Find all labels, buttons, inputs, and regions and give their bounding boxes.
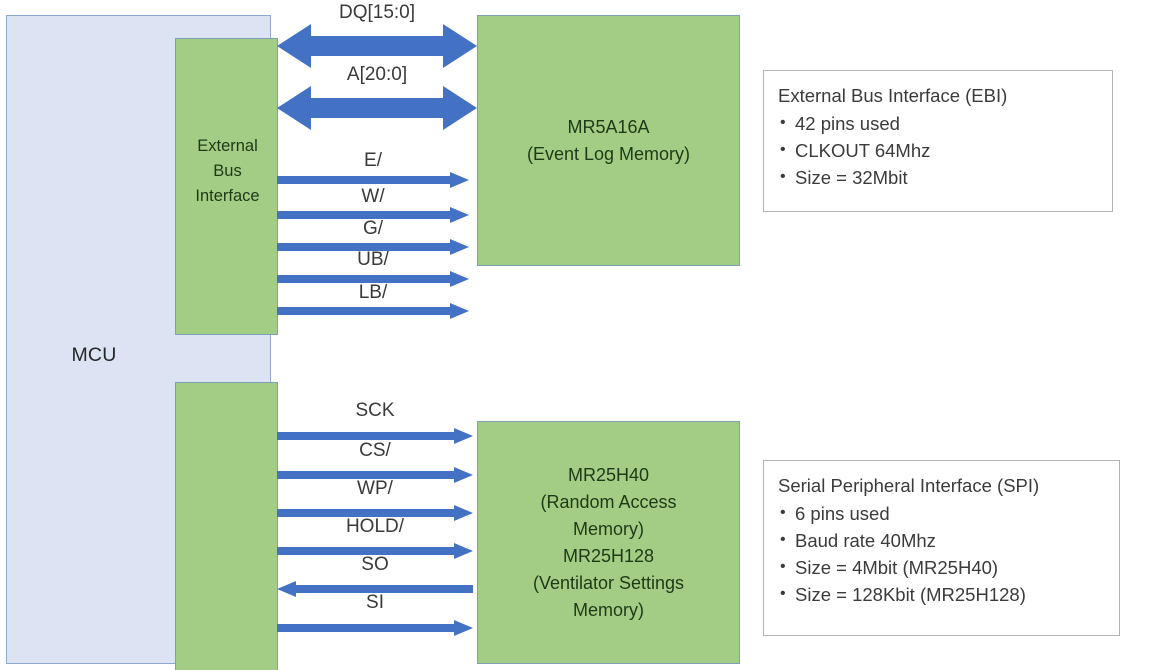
- signal-arrow-dq: [277, 22, 477, 80]
- signal-arrow-a: [277, 84, 477, 142]
- signal-label-g: G/: [362, 218, 384, 239]
- info-box-spi-item-2: Baud rate 40Mhz: [778, 526, 1105, 554]
- memory-spi-text: MR25H40 (Random Access Memory) MR25H128 …: [478, 462, 739, 624]
- memory-block-spi: MR25H40 (Random Access Memory) MR25H128 …: [477, 421, 740, 664]
- memory-spi-line-3: Memory): [573, 518, 644, 539]
- info-box-ebi: External Bus Interface (EBI) 42 pins use…: [763, 70, 1113, 212]
- memory-spi-line-4: MR25H128: [562, 545, 655, 566]
- info-box-spi-item-1: 6 pins used: [778, 499, 1105, 527]
- signal-label-so: SO: [361, 554, 389, 575]
- memory-event-log-text: MR5A16A (Event Log Memory): [478, 114, 739, 168]
- memory-event-log-part: MR5A16A: [567, 116, 650, 137]
- memory-spi-line-2: (Random Access: [540, 491, 677, 512]
- memory-event-log-desc: (Event Log Memory): [526, 143, 691, 164]
- signal-label-wp: WP/: [357, 478, 393, 499]
- memory-spi-line-5: (Ventilator Settings: [532, 572, 685, 593]
- info-box-spi-item-3: Size = 4Mbit (MR25H40): [778, 553, 1105, 581]
- signal-arrow-wp: [277, 505, 473, 525]
- info-box-spi-list: 6 pins used Baud rate 40Mhz Size = 4Mbit…: [778, 499, 1105, 608]
- peripheral-ebi-label-line-2: Bus: [213, 162, 242, 180]
- info-box-ebi-title: External Bus Interface (EBI): [778, 85, 1008, 106]
- signal-arrow-hold: [277, 543, 473, 563]
- mcu-label: MCU: [71, 344, 117, 366]
- signal-label-ub: UB/: [357, 249, 389, 270]
- signal-label-sck: SCK: [355, 400, 395, 421]
- signal-arrow-ub: [277, 271, 469, 291]
- peripheral-block-spi: [175, 382, 278, 670]
- signal-arrow-w: [277, 207, 469, 227]
- memory-block-event-log: MR5A16A (Event Log Memory): [477, 15, 740, 266]
- peripheral-ebi-label-line-1: External: [197, 137, 258, 155]
- signal-arrow-g: [277, 239, 469, 259]
- signal-arrow-lb: [277, 303, 469, 323]
- signal-arrow-sck: [277, 428, 473, 448]
- peripheral-block-ebi: External Bus Interface: [175, 38, 278, 335]
- signal-label-lb: LB/: [358, 282, 388, 303]
- signal-arrow-cs: [277, 467, 473, 487]
- info-box-ebi-item-3: Size = 32Mbit: [778, 163, 1098, 191]
- signal-label-dq: DQ[15:0]: [338, 2, 416, 23]
- peripheral-ebi-label: External Bus Interface: [176, 134, 279, 209]
- info-box-spi: Serial Peripheral Interface (SPI) 6 pins…: [763, 460, 1120, 636]
- info-box-ebi-list: 42 pins used CLKOUT 64Mhz Size = 32Mbit: [778, 109, 1098, 191]
- signal-label-hold: HOLD/: [345, 516, 405, 537]
- info-box-spi-item-4: Size = 128Kbit (MR25H128): [778, 580, 1105, 608]
- memory-spi-line-6: Memory): [573, 599, 644, 620]
- peripheral-ebi-label-line-3: Interface: [195, 187, 260, 205]
- signal-label-cs: CS/: [359, 440, 391, 461]
- info-box-ebi-item-2: CLKOUT 64Mhz: [778, 136, 1098, 164]
- signal-arrow-si: [277, 620, 473, 640]
- signal-label-w: W/: [361, 186, 385, 207]
- info-box-ebi-item-1: 42 pins used: [778, 109, 1098, 137]
- memory-spi-line-1: MR25H40: [567, 464, 650, 485]
- signal-label-a: A[20:0]: [346, 64, 408, 85]
- signal-label-e: E/: [364, 150, 382, 171]
- info-box-spi-title: Serial Peripheral Interface (SPI): [778, 475, 1040, 496]
- mcu-block: MCU External Bus Interface: [6, 15, 278, 670]
- signal-arrow-so: [277, 581, 473, 601]
- signal-label-si: SI: [366, 592, 384, 613]
- signal-arrow-e: [277, 172, 469, 192]
